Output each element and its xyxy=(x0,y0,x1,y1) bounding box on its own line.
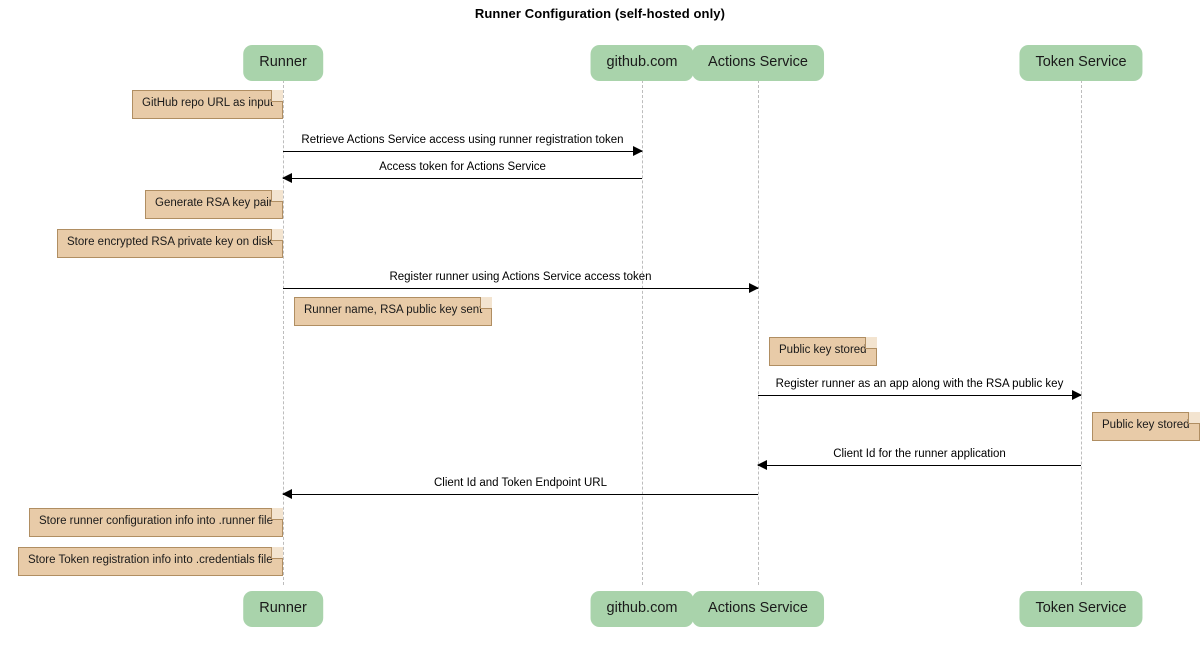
lifeline-actions xyxy=(758,80,759,585)
note-label: Public key stored xyxy=(779,344,867,356)
arrow-head-icon xyxy=(1072,390,1082,400)
participant-token-top[interactable]: Token Service xyxy=(1019,45,1143,81)
message-label: Access token for Actions Service xyxy=(379,161,546,174)
arrow-head-icon xyxy=(633,146,643,156)
note-n2: Generate RSA key pair xyxy=(145,190,283,219)
arrow-head-icon xyxy=(757,460,767,470)
arrow-head-icon xyxy=(282,489,292,499)
participant-label: Actions Service xyxy=(708,54,808,70)
arrow-head-icon xyxy=(282,173,292,183)
note-fold-corner-icon xyxy=(864,337,877,349)
participant-github-top[interactable]: github.com xyxy=(590,45,694,81)
note-fold-corner-icon xyxy=(271,90,284,102)
note-label: Public key stored xyxy=(1102,419,1190,431)
message-label: Client Id for the runner application xyxy=(833,448,1006,461)
participant-label: Actions Service xyxy=(708,600,808,616)
note-label: Store Token registration info into .cred… xyxy=(28,554,273,566)
participant-token-bottom[interactable]: Token Service xyxy=(1019,591,1143,627)
note-n8: Store Token registration info into .cred… xyxy=(18,547,283,576)
note-fold-corner-icon xyxy=(480,297,493,309)
message-label: Client Id and Token Endpoint URL xyxy=(433,477,608,490)
note-fold-corner-icon xyxy=(270,547,283,559)
participant-github-bottom[interactable]: github.com xyxy=(590,591,694,627)
lifeline-token xyxy=(1081,80,1082,585)
participant-runner-top[interactable]: Runner xyxy=(243,45,323,81)
participant-label: github.com xyxy=(606,54,678,70)
message-line xyxy=(758,465,1081,466)
note-fold-corner-icon xyxy=(270,229,283,241)
arrow-head-icon xyxy=(749,283,759,293)
note-fold-corner-icon xyxy=(270,508,283,520)
message-label: Retrieve Actions Service access using ru… xyxy=(301,134,624,147)
lifeline-github xyxy=(642,80,643,585)
note-n1: GitHub repo URL as input xyxy=(132,90,284,119)
participant-runner-bottom[interactable]: Runner xyxy=(243,591,323,627)
message-line xyxy=(283,288,758,289)
message-line xyxy=(283,494,758,495)
note-fold-corner-icon xyxy=(270,190,283,202)
participant-actions-top[interactable]: Actions Service xyxy=(692,45,824,81)
participant-actions-bottom[interactable]: Actions Service xyxy=(692,591,824,627)
participant-label: Runner xyxy=(259,600,307,616)
note-fold-corner-icon xyxy=(1187,412,1200,424)
note-label: Store encrypted RSA private key on disk xyxy=(67,236,273,248)
participant-label: github.com xyxy=(606,600,678,616)
note-label: Generate RSA key pair xyxy=(155,197,273,209)
note-n7: Store runner configuration info into .ru… xyxy=(29,508,283,537)
note-label: GitHub repo URL as input xyxy=(142,97,274,109)
participant-label: Runner xyxy=(259,54,307,70)
participant-label: Token Service xyxy=(1035,600,1127,616)
lifeline-runner xyxy=(283,80,284,585)
message-label: Register runner using Actions Service ac… xyxy=(389,271,652,284)
message-label: Register runner as an app along with the… xyxy=(775,378,1064,391)
note-n5: Public key stored xyxy=(769,337,877,366)
note-n3: Store encrypted RSA private key on disk xyxy=(57,229,283,258)
note-n6: Public key stored xyxy=(1092,412,1200,441)
participant-label: Token Service xyxy=(1035,54,1127,70)
note-n4: Runner name, RSA public key sent xyxy=(294,297,493,326)
page-title: Runner Configuration (self-hosted only) xyxy=(474,6,726,21)
note-label: Store runner configuration info into .ru… xyxy=(39,515,273,527)
message-line xyxy=(758,395,1081,396)
message-line xyxy=(283,151,642,152)
message-line xyxy=(283,178,642,179)
note-label: Runner name, RSA public key sent xyxy=(304,304,483,316)
